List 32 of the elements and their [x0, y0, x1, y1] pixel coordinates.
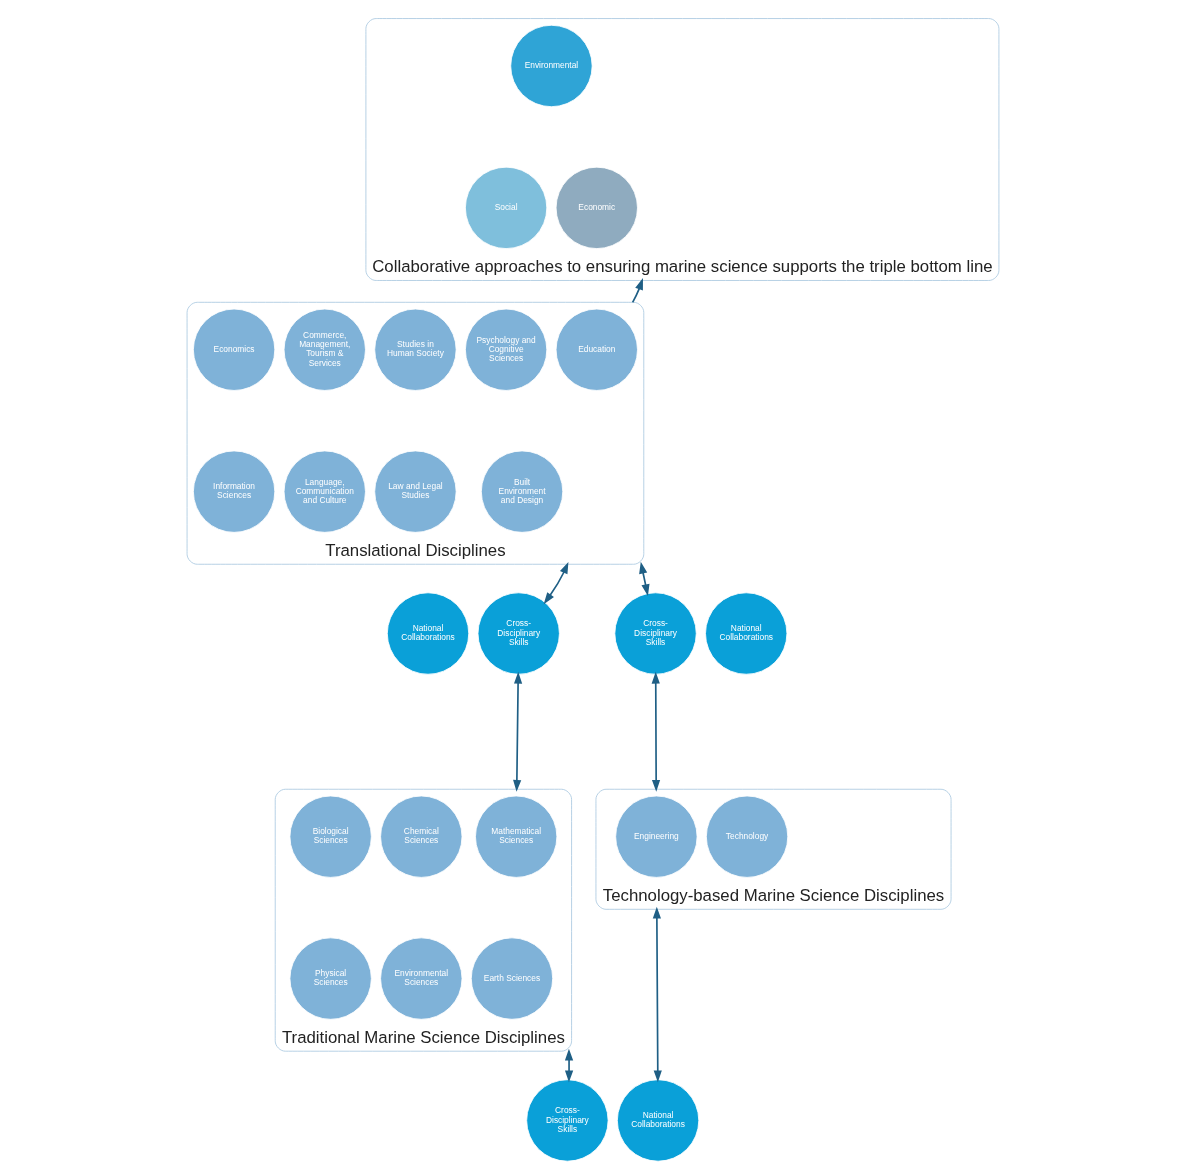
arrow — [651, 671, 660, 792]
node-circle: Technology — [705, 795, 788, 878]
node-circle: Economics — [192, 308, 275, 391]
node-circle: Language, Communication and Culture — [283, 450, 366, 533]
node-circle: Engineering — [614, 795, 697, 878]
node-circle: Social — [464, 166, 547, 249]
arrow — [652, 906, 662, 1083]
node-circle: Built Environment and Design — [480, 450, 563, 533]
node-circle: National Collaborations — [704, 592, 787, 675]
arrow — [564, 1048, 573, 1083]
node-circle: Studies in Human Society — [373, 308, 457, 391]
node-circle: Commerce, Management, Tourism & Services — [283, 308, 366, 391]
node-circle: Biological Sciences — [289, 795, 372, 878]
node-circle: Education — [555, 308, 638, 391]
node-circle: Mathematical Sciences — [474, 795, 557, 878]
arrow — [631, 278, 643, 304]
node-circle: Cross-Disciplinary Skills — [525, 1079, 609, 1162]
node-circle: Law and Legal Studies — [373, 450, 457, 533]
node-circle: Earth Sciences — [470, 937, 553, 1020]
node-circle: Environmental — [509, 24, 593, 108]
node-circle: Psychology and Cognitive Sciences — [464, 308, 547, 391]
node-circle: Information Sciences — [192, 450, 275, 533]
node-circle: Environmental Sciences — [379, 937, 462, 1020]
node-circle: Cross-Disciplinary Skills — [613, 592, 697, 675]
node-circle: National Collaborations — [616, 1079, 699, 1162]
node-circle: Physical Sciences — [289, 937, 372, 1020]
arrow — [512, 671, 522, 792]
arrow — [638, 561, 650, 597]
node-circle: National Collaborations — [386, 592, 469, 675]
arrow — [543, 561, 568, 605]
node-circle: Economic — [555, 166, 638, 249]
node-circle: Chemical Sciences — [379, 795, 462, 878]
